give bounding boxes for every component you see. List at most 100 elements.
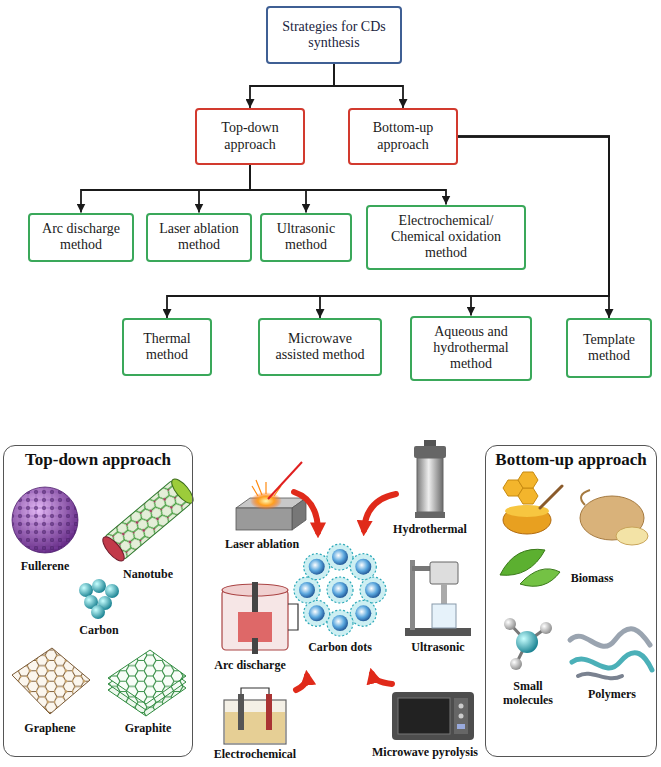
laser-ablation-picture [236, 462, 306, 530]
nanotube-picture [99, 476, 196, 565]
carbon-dots-picture-part [304, 554, 330, 580]
ultrasonic-picture-part [430, 562, 458, 584]
approach-box: Bottom-up approach [348, 108, 458, 165]
illustration-label: Electrochemical [205, 748, 305, 762]
electrochemical-picture-part [224, 700, 286, 744]
microwave-picture-part [459, 714, 464, 719]
method-box: Template method [566, 318, 652, 378]
carbon-dots-picture-part [327, 544, 353, 570]
box-label: Bottom-up approach [355, 120, 451, 152]
illustration-label: Small molecules [496, 680, 560, 708]
illustration-label: Fullerene [3, 560, 87, 574]
carbon-picture-part [91, 605, 105, 619]
electrochemical-picture-part [266, 694, 272, 730]
microwave-picture-part [457, 724, 465, 729]
carbon-picture-part [79, 583, 93, 597]
carbon-dots-picture-part [294, 577, 320, 603]
root-box: Strategies for CDs synthesis [266, 6, 402, 64]
box-label: Arc discharge method [35, 221, 127, 253]
red-arrows-part [372, 674, 392, 684]
graphene-picture [12, 648, 90, 714]
box-label: Aqueous and hydrothermal method [417, 324, 525, 372]
polymers-picture-part [578, 674, 622, 679]
illustration-label: Hydrothermal [380, 523, 480, 537]
connector [199, 165, 250, 213]
illustration-label: Nanotube [106, 568, 190, 582]
method-box: Arc discharge method [28, 213, 134, 262]
fullerene-picture [12, 487, 78, 553]
box-label: Ultrasonic method [267, 221, 345, 253]
carbon-dots-picture-part-part [327, 544, 353, 570]
biomass-picture-part [616, 527, 648, 545]
box-label: Strategies for CDs synthesis [274, 19, 394, 51]
method-box: Ultrasonic method [260, 213, 352, 262]
carbon-dots-picture-part [360, 577, 386, 603]
illustration-label: Graphite [108, 722, 188, 736]
method-box: Microwave assisted method [258, 318, 382, 376]
carbon-dots-picture [294, 544, 386, 636]
biomass-picture-part [581, 490, 590, 505]
electrochemical-picture-part [241, 688, 269, 694]
arc-discharge-picture-part [238, 612, 272, 642]
small-molecule-picture-part [510, 658, 522, 670]
carbon-dots-picture-part-part [360, 577, 386, 603]
ultrasonic-picture [405, 560, 471, 636]
microwave-picture-part [454, 698, 468, 734]
laser-ablation-picture-part [252, 480, 281, 496]
electrochemical-picture-part [225, 712, 285, 743]
red-arrows [294, 492, 396, 690]
carbon-picture [79, 579, 119, 619]
ultrasonic-picture-part [432, 604, 456, 628]
nanotube-picture-part [99, 534, 127, 565]
graphene-picture-part [12, 648, 90, 714]
method-box: Electrochemical/ Chemical oxidation meth… [366, 205, 526, 270]
biomass-picture-part [540, 486, 562, 508]
laser-ablation-picture-part [292, 498, 306, 530]
red-arrows-part [296, 676, 307, 690]
carbon-dots-picture-part-part [309, 559, 325, 575]
electrochemical-picture-part [238, 694, 244, 730]
small-molecule-picture-part [516, 631, 538, 653]
carbon-dots-picture-part-part [350, 554, 376, 580]
carbon-dots-picture-part-part [365, 582, 381, 598]
polymers-picture [570, 629, 652, 679]
carbon-picture-part [105, 584, 119, 598]
carbon-dots-picture-part-part [332, 549, 348, 565]
box-label: Thermal method [129, 331, 205, 363]
illustration-label: Carbon [64, 624, 134, 638]
illustration-label: Arc discharge [205, 659, 295, 673]
carbon-dots-picture-part-part [304, 600, 330, 626]
connector [250, 165, 446, 205]
carbon-picture-part [92, 579, 106, 593]
graphene-picture-part [12, 648, 90, 714]
hydrothermal-picture-part [415, 512, 445, 518]
carbon-dots-picture-part-part [350, 600, 376, 626]
carbon-dots-picture-part-part [309, 605, 325, 621]
arc-discharge-picture-part [252, 582, 258, 612]
laser-ablation-picture-part [250, 492, 282, 510]
carbon-dots-picture-part-part [327, 577, 353, 603]
biomass-picture-part [518, 488, 538, 504]
carbon-dots-picture-part-part [332, 615, 348, 631]
illustration-label: Microwave pyrolysis [366, 746, 484, 760]
connector [81, 165, 250, 213]
hydrothermal-picture-part [424, 440, 436, 447]
electrochemical-picture [224, 688, 286, 744]
illustration-label: Ultrasonic [400, 641, 476, 655]
microwave-picture-part [392, 692, 474, 740]
connector [250, 64, 334, 108]
small-molecule-picture [504, 618, 552, 670]
approach-box: Top-down approach [195, 108, 305, 165]
red-arrows-part [364, 494, 396, 530]
biomass-picture-part [503, 506, 551, 534]
box-label: Top-down approach [202, 120, 298, 152]
illustration-label: Polymers [572, 688, 652, 702]
microwave-picture-part [398, 698, 450, 734]
carbon-dots-picture-part [327, 610, 353, 636]
arc-discharge-picture-part [288, 604, 298, 630]
carbon-dots-picture-part-part [355, 605, 371, 621]
method-box: Laser ablation method [146, 213, 252, 262]
approach-panel: Bottom-up approach [485, 445, 657, 757]
small-molecule-picture-part [540, 622, 552, 634]
